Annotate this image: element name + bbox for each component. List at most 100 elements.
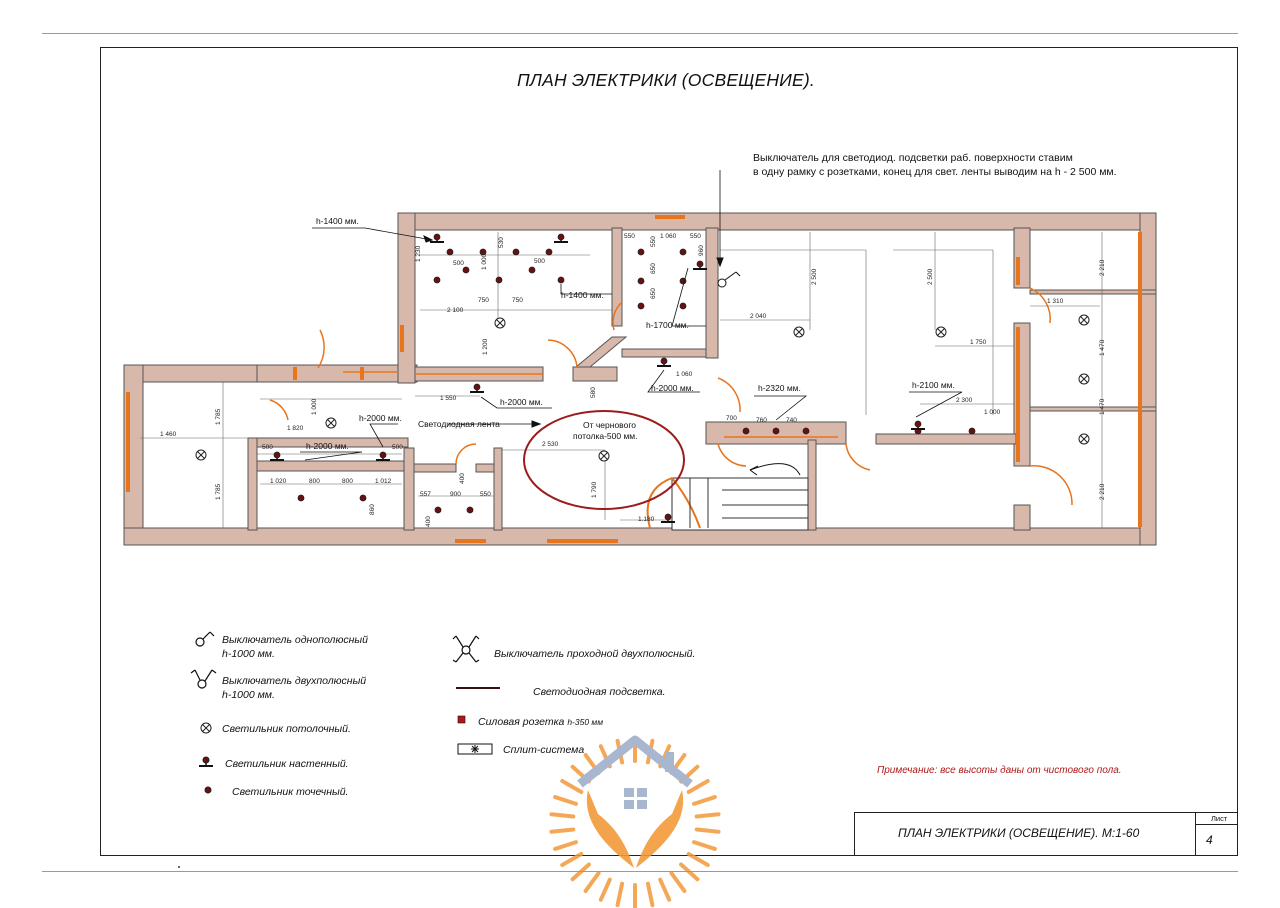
svg-text:1 060: 1 060 bbox=[676, 371, 693, 378]
svg-text:760: 760 bbox=[756, 417, 767, 424]
dimension-lines bbox=[140, 232, 1103, 528]
svg-text:2 210: 2 210 bbox=[1099, 259, 1106, 276]
svg-text:557: 557 bbox=[420, 491, 431, 498]
svg-text:860: 860 bbox=[369, 504, 376, 515]
bottom-rule bbox=[42, 871, 1238, 872]
label-h2000-b: h-2000 мм. bbox=[306, 441, 349, 451]
svg-text:500: 500 bbox=[453, 260, 464, 267]
legend-split-system: Сплит-система bbox=[503, 744, 585, 756]
pass-switch-icon bbox=[452, 635, 480, 663]
svg-text:550: 550 bbox=[480, 491, 491, 498]
svg-text:500: 500 bbox=[534, 258, 545, 265]
svg-text:1 200: 1 200 bbox=[482, 338, 489, 355]
single-switch-icon bbox=[195, 637, 205, 647]
svg-text:960: 960 bbox=[698, 245, 705, 256]
windows bbox=[126, 215, 1142, 543]
svg-text:2 500: 2 500 bbox=[811, 268, 818, 285]
svg-text:1 550: 1 550 bbox=[440, 395, 457, 402]
svg-text:800: 800 bbox=[342, 478, 353, 485]
socket-icon bbox=[457, 715, 466, 724]
label-h1400-right: h-1400 мм. bbox=[561, 290, 604, 300]
svg-text:1 785: 1 785 bbox=[215, 483, 222, 500]
legend-single-switch-label: Выключатель однополюсный bbox=[222, 634, 368, 646]
svg-text:1 000: 1 000 bbox=[984, 409, 1001, 416]
svg-text:500: 500 bbox=[262, 444, 273, 451]
svg-text:1 000: 1 000 bbox=[311, 398, 318, 415]
leader-lines bbox=[300, 170, 963, 461]
legend-socket: Силовая розетка h-350 мм bbox=[478, 715, 603, 729]
sheet-number-box bbox=[1195, 812, 1237, 856]
house-icon bbox=[577, 735, 693, 809]
sunburst-rays bbox=[549, 737, 721, 908]
ceiling-zone-ellipse bbox=[523, 410, 685, 510]
legend-pass-switch: Выключатель проходной двухполюсный. bbox=[494, 648, 696, 660]
legend-double-switch-label: Выключатель двухполюсный bbox=[222, 675, 367, 687]
legend-symbols-lights bbox=[199, 722, 213, 794]
label-h2000-hall: h-2000 мм. bbox=[651, 383, 694, 393]
stray-mark bbox=[178, 866, 180, 868]
svg-text:1 785: 1 785 bbox=[215, 408, 222, 425]
legend-symbols-left bbox=[190, 631, 217, 689]
svg-text:1 790: 1 790 bbox=[591, 481, 598, 498]
label-h2100: h-2100 мм. bbox=[912, 380, 955, 390]
top-rule bbox=[42, 33, 1238, 34]
svg-text:740: 740 bbox=[786, 417, 797, 424]
svg-text:2 300: 2 300 bbox=[956, 397, 973, 404]
legend-symbols-right bbox=[452, 635, 500, 755]
led-strips bbox=[343, 371, 838, 438]
remark-note: Примечание: все высоты даны от чистового… bbox=[877, 765, 1122, 776]
company-logo bbox=[549, 735, 721, 908]
sheet-number: 4 bbox=[1206, 833, 1213, 847]
label-h2000-corridor: h-2000 мм. bbox=[500, 397, 543, 407]
title-block-title: ПЛАН ЭЛЕКТРИКИ (ОСВЕЩЕНИЕ). М:1-60 bbox=[898, 826, 1140, 840]
svg-text:1 460: 1 460 bbox=[160, 431, 177, 438]
svg-text:500: 500 bbox=[392, 444, 403, 451]
svg-text:550: 550 bbox=[650, 236, 657, 247]
stair bbox=[646, 463, 809, 531]
legend-double-switch-height: h-1000 мм. bbox=[222, 689, 275, 701]
svg-text:1 820: 1 820 bbox=[287, 425, 304, 432]
svg-text:550: 550 bbox=[624, 233, 635, 240]
drawing-frame bbox=[100, 47, 1238, 856]
wall-light-icon bbox=[199, 756, 213, 767]
sheet-box-divider bbox=[1196, 824, 1237, 825]
svg-text:1 230: 1 230 bbox=[415, 245, 422, 262]
svg-text:1 750: 1 750 bbox=[970, 339, 987, 346]
svg-text:750: 750 bbox=[512, 297, 523, 304]
svg-text:650: 650 bbox=[650, 288, 657, 299]
legend-ceiling-light: Светильник потолочный. bbox=[222, 723, 351, 735]
single-switch-plan bbox=[717, 271, 741, 288]
legend-wall-light: Светильник настенный. bbox=[225, 758, 349, 770]
svg-text:1 012: 1 012 bbox=[375, 478, 392, 485]
dimension-values: 1 230 500 1 000 530 500 750 750 2 100 1 … bbox=[160, 233, 1106, 527]
legend-socket-height: h-350 мм bbox=[567, 717, 604, 727]
walls bbox=[123, 212, 1157, 546]
svg-text:1 470: 1 470 bbox=[1099, 339, 1106, 356]
svg-text:1 060: 1 060 bbox=[660, 233, 677, 240]
split-system-icon bbox=[457, 743, 493, 755]
spot-light-icon bbox=[204, 786, 212, 794]
label-ceiling-note-2: потолка-500 мм. bbox=[573, 431, 638, 441]
svg-text:2 210: 2 210 bbox=[1099, 483, 1106, 500]
ceiling-light-icon bbox=[200, 722, 212, 734]
legend-spot-light: Светильник точечный. bbox=[232, 786, 349, 798]
doors bbox=[269, 287, 1073, 506]
title-block bbox=[854, 812, 1237, 856]
svg-text:550: 550 bbox=[690, 233, 701, 240]
svg-text:1 470: 1 470 bbox=[1099, 398, 1106, 415]
switch-note: Выключатель для светодиод. подсветки раб… bbox=[753, 151, 1117, 179]
label-h2320: h-2320 мм. bbox=[758, 383, 801, 393]
svg-text:400: 400 bbox=[459, 473, 466, 484]
legend-led-backlight: Светодиодная подсветка. bbox=[533, 686, 666, 698]
svg-text:1 000: 1 000 bbox=[481, 253, 488, 270]
hands-icon bbox=[586, 790, 684, 868]
svg-text:1 310: 1 310 bbox=[1047, 298, 1064, 305]
legend-double-switch: Выключатель двухполюсный h-1000 мм. bbox=[222, 674, 366, 702]
label-h2000-a: h-2000 мм. bbox=[359, 413, 402, 423]
svg-text:2 530: 2 530 bbox=[542, 441, 559, 448]
svg-text:1.180: 1.180 bbox=[638, 516, 655, 523]
double-switch-icon bbox=[197, 679, 207, 689]
legend-single-switch-height: h-1000 мм. bbox=[222, 648, 275, 660]
legend-socket-label: Силовая розетка bbox=[478, 716, 565, 728]
